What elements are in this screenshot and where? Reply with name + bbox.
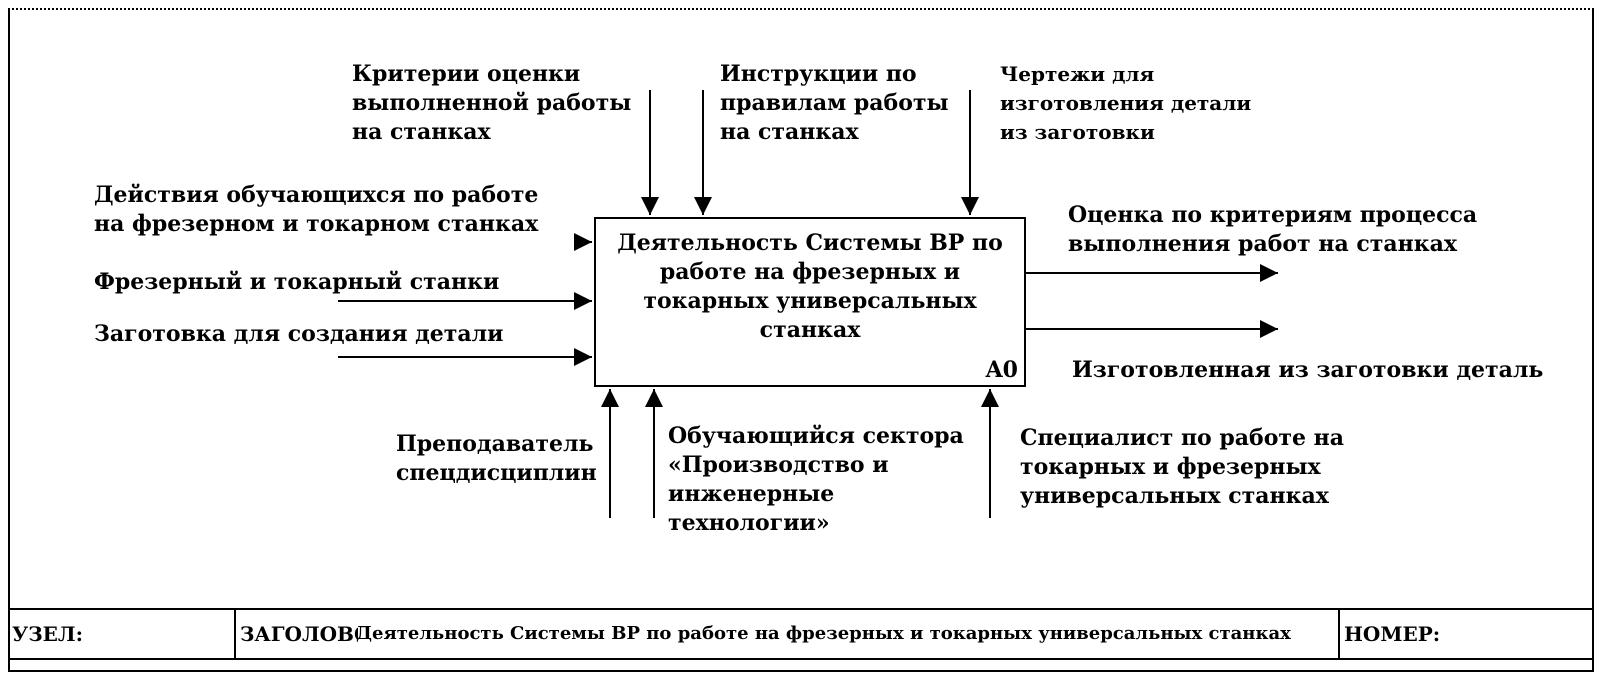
mechanism-label-student: Обучающийся сектора «Производство и инже… [668, 423, 964, 536]
control-label-drawings: Чертежи для изготовления детали из загот… [1000, 62, 1252, 144]
footer-title-label: ЗАГОЛОВОК: [240, 622, 358, 646]
input-label-actions: Действия обучающихся по работе на фрезер… [94, 182, 539, 237]
function-box-node: A0 [985, 357, 1018, 383]
function-box-a0[interactable]: Деятельность Системы ВР по работе на фре… [594, 217, 1026, 387]
output-label-part: Изготовленная из заготовки деталь [1072, 357, 1544, 383]
mechanism-label-teacher: Преподаватель спецдисциплин [396, 431, 597, 486]
control-label-criteria: Критерии оценки выполненной работы на ст… [352, 61, 632, 145]
output-label-evaluation: Оценка по критериям процесса выполнения … [1068, 202, 1478, 257]
footer-title-value: Деятельность Системы ВР по работе на фре… [356, 623, 1291, 644]
footer-bar: УЗЕЛ: ЗАГОЛОВОК: Деятельность Системы ВР… [8, 608, 1594, 660]
diagram-frame [8, 8, 1594, 672]
footer-divider [1338, 610, 1340, 658]
control-label-instructions: Инструкции по правилам работы на станках [720, 61, 949, 145]
mechanism-label-specialist: Специалист по работе на токарных и фрезе… [1020, 425, 1345, 509]
top-border [8, 8, 1594, 10]
footer-divider [234, 610, 236, 658]
function-box-title: Деятельность Системы ВР по работе на фре… [617, 230, 1003, 343]
input-label-blank: Заготовка для создания детали [94, 321, 504, 347]
footer-node-label: УЗЕЛ: [12, 622, 83, 646]
footer-number-label: НОМЕР: [1344, 622, 1441, 646]
input-label-machines: Фрезерный и токарный станки [94, 269, 500, 295]
